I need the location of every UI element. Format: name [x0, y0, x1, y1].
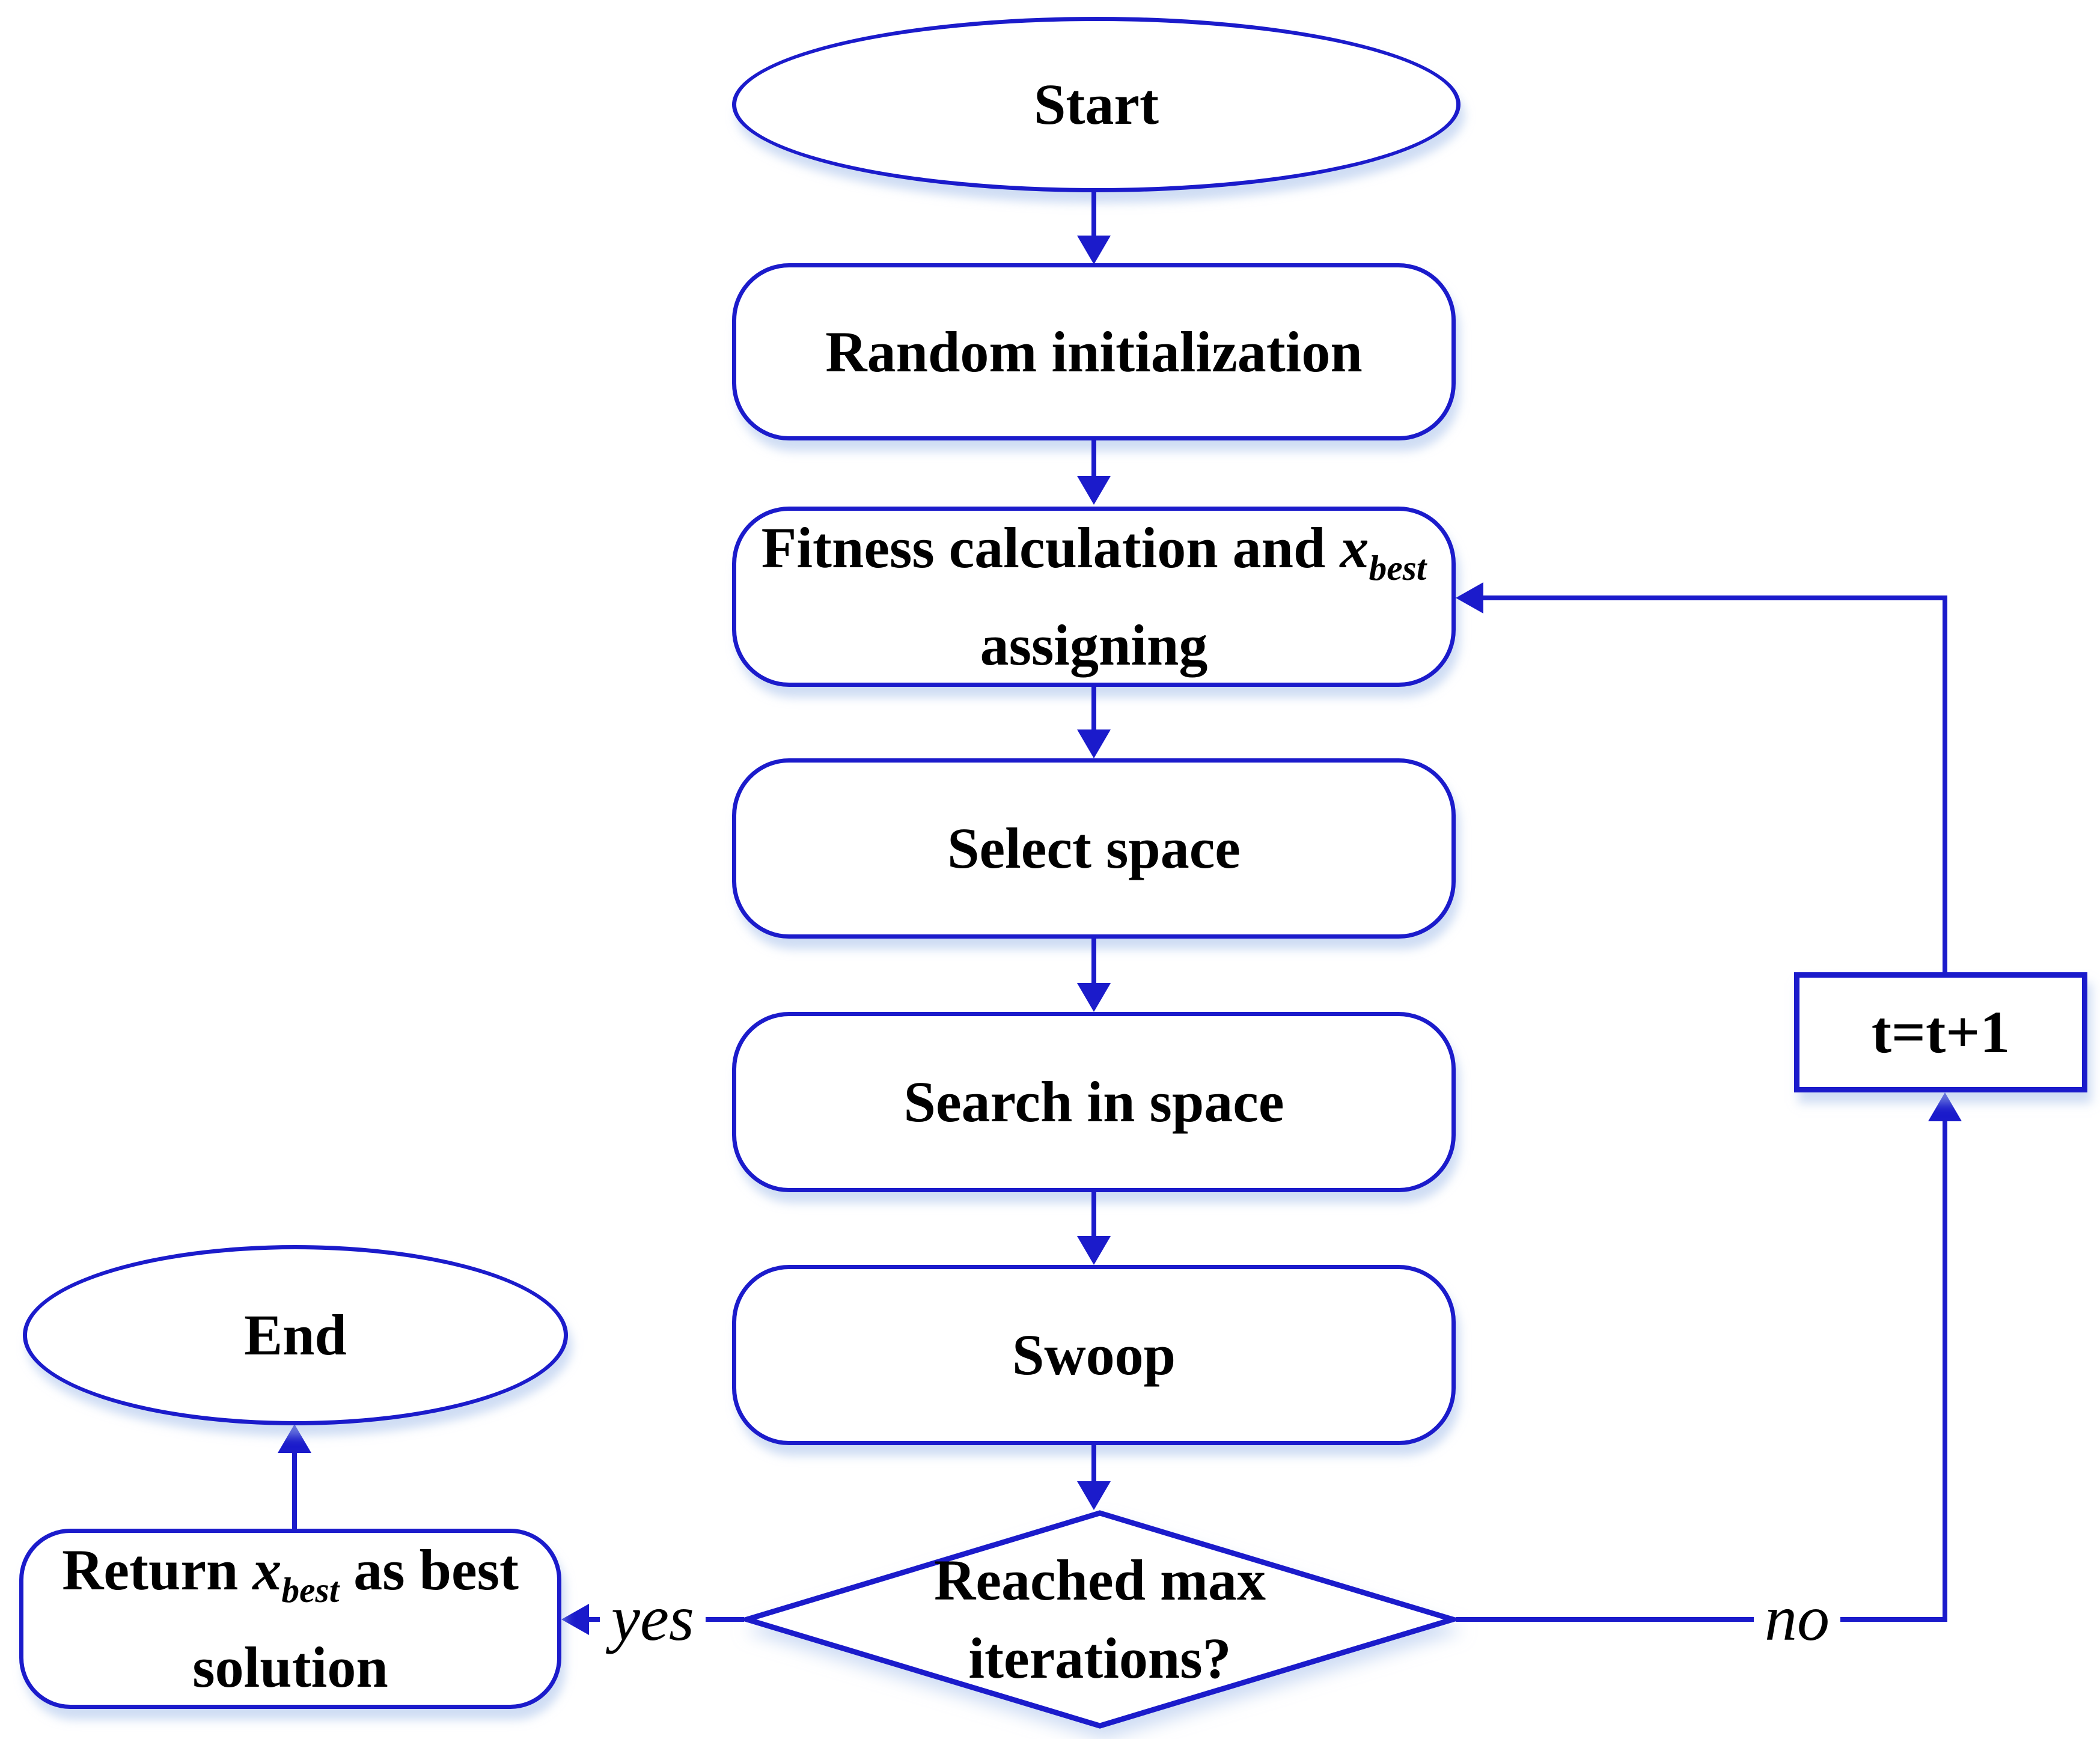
- connector-random-fitness: [1091, 440, 1096, 480]
- arrowhead-down-icon: [1077, 236, 1111, 264]
- connector-return-end: [292, 1452, 297, 1529]
- decision-node: Reached max iterations?: [744, 1510, 1456, 1729]
- decision-label: Reached max iterations?: [744, 1510, 1456, 1729]
- no-edge-label: no: [1754, 1573, 1840, 1664]
- connector-decision-increment-horizontal: [1456, 1617, 1947, 1622]
- arrowhead-down-icon: [1077, 1481, 1111, 1510]
- end-label: End: [244, 1303, 347, 1367]
- arrowhead-down-icon: [1077, 729, 1111, 758]
- start-label: Start: [1034, 72, 1159, 136]
- connector-increment-fitness-horizontal: [1483, 595, 1947, 600]
- end-node: End: [23, 1245, 568, 1425]
- increment-iteration-node: t=t+1: [1794, 972, 2087, 1092]
- select-space-label: Select space: [947, 816, 1241, 880]
- swoop-node: Swoop: [732, 1265, 1456, 1445]
- arrowhead-left-icon: [1456, 582, 1483, 614]
- fitness-label-line2: assigning: [980, 613, 1208, 678]
- decision-label-line2: iterations?: [968, 1626, 1232, 1690]
- swoop-label: Swoop: [1012, 1323, 1176, 1387]
- select-space-node: Select space: [732, 758, 1456, 939]
- connector-search-swoop: [1091, 1192, 1096, 1237]
- random-initialization-label: Random initialization: [825, 319, 1363, 384]
- search-in-space-node: Search in space: [732, 1012, 1456, 1192]
- start-node: Start: [732, 17, 1461, 192]
- diamond-outline: [744, 1510, 1456, 1729]
- decision-label-line1: Reached max: [934, 1548, 1266, 1612]
- connector-start-random: [1091, 190, 1096, 238]
- yes-edge-label: yes: [600, 1573, 706, 1664]
- connector-swoop-decision: [1091, 1445, 1096, 1482]
- connector-fitness-select: [1091, 687, 1096, 730]
- arrowhead-up-icon: [1928, 1092, 1962, 1121]
- increment-label: t=t+1: [1871, 999, 2010, 1065]
- arrowhead-down-icon: [1077, 476, 1111, 505]
- search-in-space-label: Search in space: [903, 1070, 1284, 1134]
- return-label-line2: solution: [192, 1635, 388, 1700]
- return-best-solution-node: Return xbest as best solution: [19, 1529, 561, 1709]
- fitness-label-line1: Fitness calculation and xbest: [761, 515, 1427, 588]
- connector-increment-fitness-vertical: [1943, 595, 1947, 972]
- connector-decision-increment-vertical: [1943, 1120, 1947, 1622]
- arrowhead-up-icon: [278, 1424, 311, 1453]
- arrowhead-left-icon: [561, 1604, 589, 1635]
- diamond-shape: [744, 1510, 1456, 1729]
- arrowhead-down-icon: [1077, 983, 1111, 1012]
- random-initialization-node: Random initialization: [732, 263, 1456, 440]
- connector-select-search: [1091, 939, 1096, 984]
- fitness-calculation-node: Fitness calculation and xbest assigning: [732, 507, 1456, 687]
- return-label-line1: Return xbest as best: [62, 1537, 519, 1610]
- arrowhead-down-icon: [1077, 1236, 1111, 1265]
